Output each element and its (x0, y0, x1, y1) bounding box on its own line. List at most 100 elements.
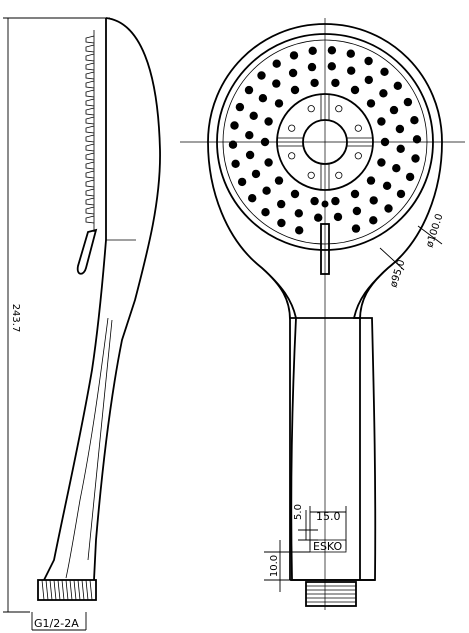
nozzle-hole (308, 46, 317, 55)
nozzle-hole (331, 78, 340, 88)
side-nozzle (85, 35, 95, 44)
dia100-leader (417, 225, 443, 245)
thread-line (73, 579, 77, 601)
front-view: ø100.0 ø95.0 15.0 5.0 ESKO 10.0 (180, 18, 465, 610)
thread-line (89, 579, 93, 601)
side-thread (37, 579, 97, 601)
inner-nozzle-hole (288, 124, 296, 132)
inner-nozzle-hole (288, 152, 296, 160)
nozzle-hole (327, 62, 336, 71)
nozzle-hole (346, 49, 355, 58)
dia100-label: ø100.0 (424, 212, 445, 248)
inner-nozzle-hole (335, 105, 343, 113)
thread-line (69, 579, 73, 601)
nozzle-hole (237, 177, 247, 187)
nozzle-hole (411, 154, 420, 163)
nozzle-hole (261, 208, 270, 217)
inner-nozzle-hole (335, 171, 343, 179)
nozzle-hole (262, 186, 271, 195)
nozzle-hole (260, 137, 270, 147)
nozzle-hole (274, 176, 284, 185)
length-dimension-label: 243.7 (10, 304, 21, 333)
nozzle-hole (307, 62, 317, 72)
nozzle-hole (235, 102, 245, 112)
side-nozzle (85, 80, 95, 89)
side-nozzle (85, 179, 95, 188)
side-nozzle (85, 143, 95, 152)
nozzle-hole (405, 172, 415, 182)
nozzle-hole (264, 158, 273, 167)
cross-arm (277, 137, 303, 147)
side-nozzle (85, 107, 95, 116)
nozzle-hole (295, 226, 304, 235)
side-view: 243.7 G1/2-2A (3, 17, 161, 631)
nozzle-hole (366, 176, 376, 185)
nozzle-hole (347, 66, 356, 75)
thread-line (85, 579, 89, 601)
thread-hatch (41, 579, 93, 601)
nozzle-hole (382, 181, 392, 190)
nozzle-hole (249, 111, 258, 121)
center-ring-outer (276, 93, 374, 191)
nozzle-hole (384, 204, 393, 213)
nozzle-hole (331, 196, 340, 206)
cross-arm (320, 94, 330, 120)
nozzle-hole (379, 89, 388, 98)
nozzle-hole (258, 94, 268, 103)
nozzle-hole (333, 212, 343, 222)
nozzle-hole (364, 75, 373, 85)
nozzle-hole (290, 189, 300, 199)
face-outer-circle (216, 33, 434, 251)
side-nozzle (85, 152, 95, 161)
side-inner-contour-2 (87, 319, 113, 561)
nozzle-hole (369, 216, 378, 225)
nozzle-hole (245, 150, 255, 160)
thread-line (45, 579, 49, 601)
logo-width-label: 15.0 (316, 510, 341, 523)
nozzle-hole (403, 97, 413, 107)
inner-nozzle-hole (354, 152, 362, 160)
lever-hole (321, 200, 329, 208)
side-nozzle (85, 188, 95, 197)
front-thread-hatch (306, 585, 356, 603)
side-front-contour (43, 18, 107, 581)
side-nozzle (85, 116, 95, 125)
side-nozzle (85, 197, 95, 206)
nozzle-hole (377, 158, 386, 167)
nozzle-hole (392, 164, 401, 173)
thread-line (41, 579, 45, 601)
logo-box (309, 539, 347, 553)
nozzle-hole (377, 117, 386, 126)
front-lever (320, 223, 330, 275)
nozzle-hole (289, 51, 299, 60)
nozzle-hole (272, 79, 281, 88)
nozzle-hole (290, 85, 300, 95)
nozzle-hole (366, 99, 376, 108)
inner-nozzle-hole (307, 171, 315, 179)
side-nozzle (85, 62, 95, 71)
nozzle-hole (310, 78, 319, 88)
nozzle-hole (410, 116, 419, 125)
nozzle-hole (369, 196, 378, 205)
nozzle-hole (395, 124, 405, 134)
side-nozzle (85, 215, 95, 224)
front-nozzles (228, 46, 422, 235)
nozzle-hole (350, 85, 360, 95)
side-nozzle (85, 53, 95, 62)
cross-arm (320, 164, 330, 190)
nozzle-hole (310, 196, 319, 206)
side-nozzle (85, 44, 95, 53)
nozzle-hole (396, 144, 405, 153)
nozzle-hole (288, 68, 298, 78)
side-nozzle (85, 125, 95, 134)
logo-height-label: 5.0 (293, 504, 304, 520)
logo-offset-label: 10.0 (269, 555, 280, 577)
side-nozzle (85, 161, 95, 170)
nozzle-hole (314, 213, 323, 222)
nozzle-hole (274, 99, 284, 108)
nozzle-hole (396, 189, 406, 199)
nozzle-hole (228, 140, 238, 149)
thread-line (53, 579, 57, 601)
nozzle-hole (230, 121, 239, 130)
